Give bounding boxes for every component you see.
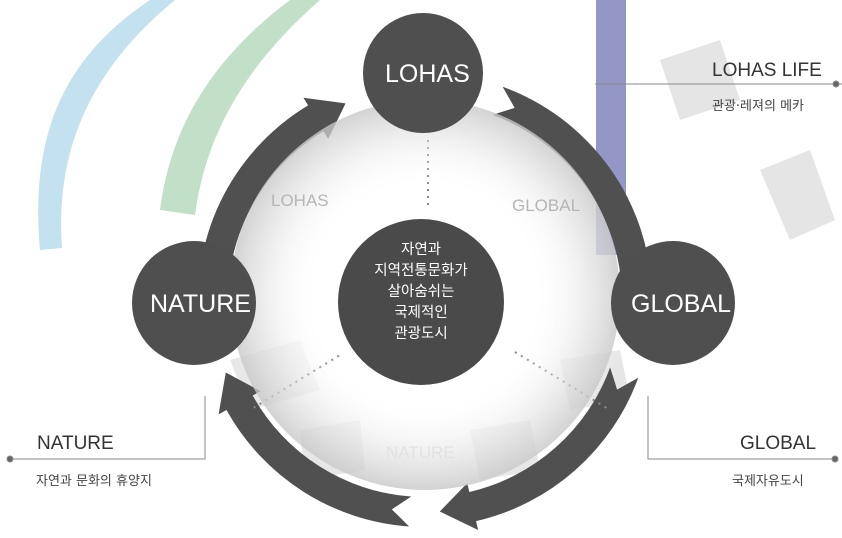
side-title-nature: NATURE xyxy=(37,433,114,454)
center-line: 자연과 xyxy=(400,242,442,258)
connector-right xyxy=(514,351,611,411)
hub-lohas-label: LOHAS xyxy=(385,60,470,88)
leader-bottom-left xyxy=(10,396,206,460)
bg-blue-swoosh xyxy=(38,0,175,250)
hub-nature-label: NATURE xyxy=(150,290,251,318)
arc-label-nature: NATURE xyxy=(386,443,455,462)
arc-label-global: GLOBAL xyxy=(512,196,581,215)
leader-dot-left xyxy=(6,455,14,463)
side-leader-lines xyxy=(6,80,842,463)
side-subtitle-lohas-life: 관광·레져의 메카 xyxy=(712,99,804,114)
arc-label-lohas: LOHAS xyxy=(271,191,329,210)
center-line: 관광도시 xyxy=(394,326,448,342)
bg-green-swoosh xyxy=(160,0,320,215)
hub-global-label: GLOBAL xyxy=(631,290,732,318)
side-subtitle-nature: 자연과 문화의 휴양지 xyxy=(36,474,152,489)
center-line: 살아숨쉬는 xyxy=(387,284,455,300)
side-title-lohas-life: LOHAS LIFE xyxy=(712,60,822,81)
ring-arrow-bottom-to-left xyxy=(218,372,412,527)
side-title-global: GLOBAL xyxy=(740,433,817,454)
center-slogan: 자연과 지역전통문화가 살아숨쉬는 국제적인 관광도시 xyxy=(352,240,490,345)
leader-dot-top xyxy=(832,80,840,88)
center-line: 국제적인 xyxy=(394,305,448,321)
hub-global xyxy=(611,241,735,365)
side-subtitle-global: 국제자유도시 xyxy=(732,474,804,489)
leader-dot-right xyxy=(831,455,839,463)
center-disc xyxy=(338,219,504,385)
leader-bottom-right xyxy=(647,396,835,460)
ring-arrow-right-to-bottom xyxy=(439,367,639,530)
hub-lohas xyxy=(363,13,483,133)
center-line: 지역전통문화가 xyxy=(374,263,468,279)
hub-nature xyxy=(132,241,256,365)
